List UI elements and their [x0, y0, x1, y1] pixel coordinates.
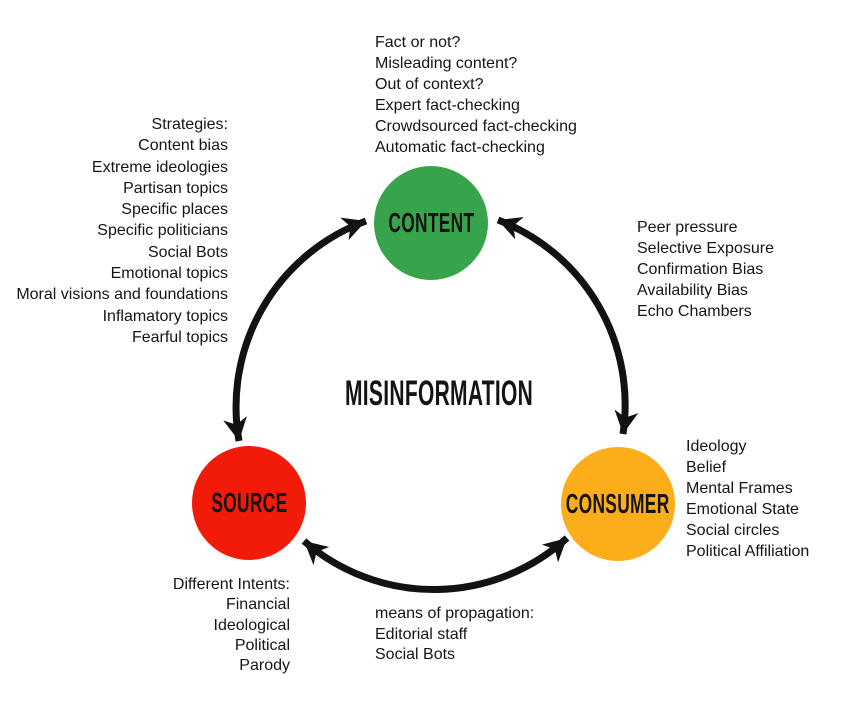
- list-line: Availability Bias: [637, 282, 748, 299]
- content-evaluation-list: Fact or not? Misleading content? Out of co…: [375, 32, 577, 158]
- node-source: SOURCE: [192, 446, 306, 560]
- list-line: Social circles: [686, 522, 780, 539]
- list-line: Strategies:: [151, 116, 228, 133]
- list-line: Social Bots: [375, 646, 456, 663]
- list-line: Fearful topics: [131, 328, 228, 346]
- list-line: Political: [234, 636, 290, 654]
- list-line: Social Bots: [147, 243, 228, 261]
- arrow-consumer-source: [301, 535, 570, 593]
- list-line: Editorial staff: [375, 625, 468, 643]
- list-line: Echo Chambers: [637, 303, 752, 320]
- list-line: Peer pressure: [637, 219, 738, 236]
- list-line: Extreme ideologies: [91, 158, 228, 176]
- list-line: means of propagation:: [375, 605, 535, 622]
- list-line: Out of context?: [375, 76, 484, 93]
- list-line: Inflamatory topics: [102, 307, 228, 325]
- list-line: Mental Frames: [686, 480, 793, 497]
- list-line: Selective Exposure: [637, 240, 774, 257]
- node-content: CONTENT: [374, 166, 488, 280]
- node-consumer-label: CONSUMER: [566, 488, 670, 519]
- list-line: Emotional State: [686, 501, 799, 518]
- list-line: Political Affiliation: [686, 543, 810, 560]
- list-line: Automatic fact-checking: [375, 139, 545, 156]
- list-line: Crowdsourced fact-checking: [375, 118, 577, 135]
- list-line: Specific places: [121, 201, 228, 219]
- node-consumer: CONSUMER: [561, 447, 675, 561]
- list-line: Confirmation Bias: [637, 261, 764, 278]
- list-line: Partisan topics: [123, 179, 228, 197]
- list-line: Belief: [686, 459, 727, 476]
- diagram-title: MISINFORMATION: [345, 374, 534, 413]
- list-line: Parody: [239, 657, 290, 675]
- arrow-content-consumer: [496, 216, 639, 435]
- list-line: Specific politicians: [97, 222, 228, 240]
- list-line: Emotional topics: [110, 265, 228, 283]
- node-source-label: SOURCE: [210, 487, 288, 518]
- list-line: Moral visions and foundations: [16, 286, 228, 304]
- list-line: Different Intents:: [172, 576, 290, 593]
- list-line: Fact or not?: [375, 34, 461, 51]
- node-content-label: CONTENT: [387, 207, 475, 238]
- arrow-source-content: [223, 217, 368, 442]
- list-line: Financial: [225, 596, 290, 614]
- list-line: Expert fact-checking: [375, 97, 520, 114]
- list-line: Misleading content?: [375, 55, 518, 72]
- list-line: Ideology: [686, 438, 747, 455]
- list-line: Ideological: [213, 616, 291, 634]
- list-line: Content bias: [138, 137, 228, 155]
